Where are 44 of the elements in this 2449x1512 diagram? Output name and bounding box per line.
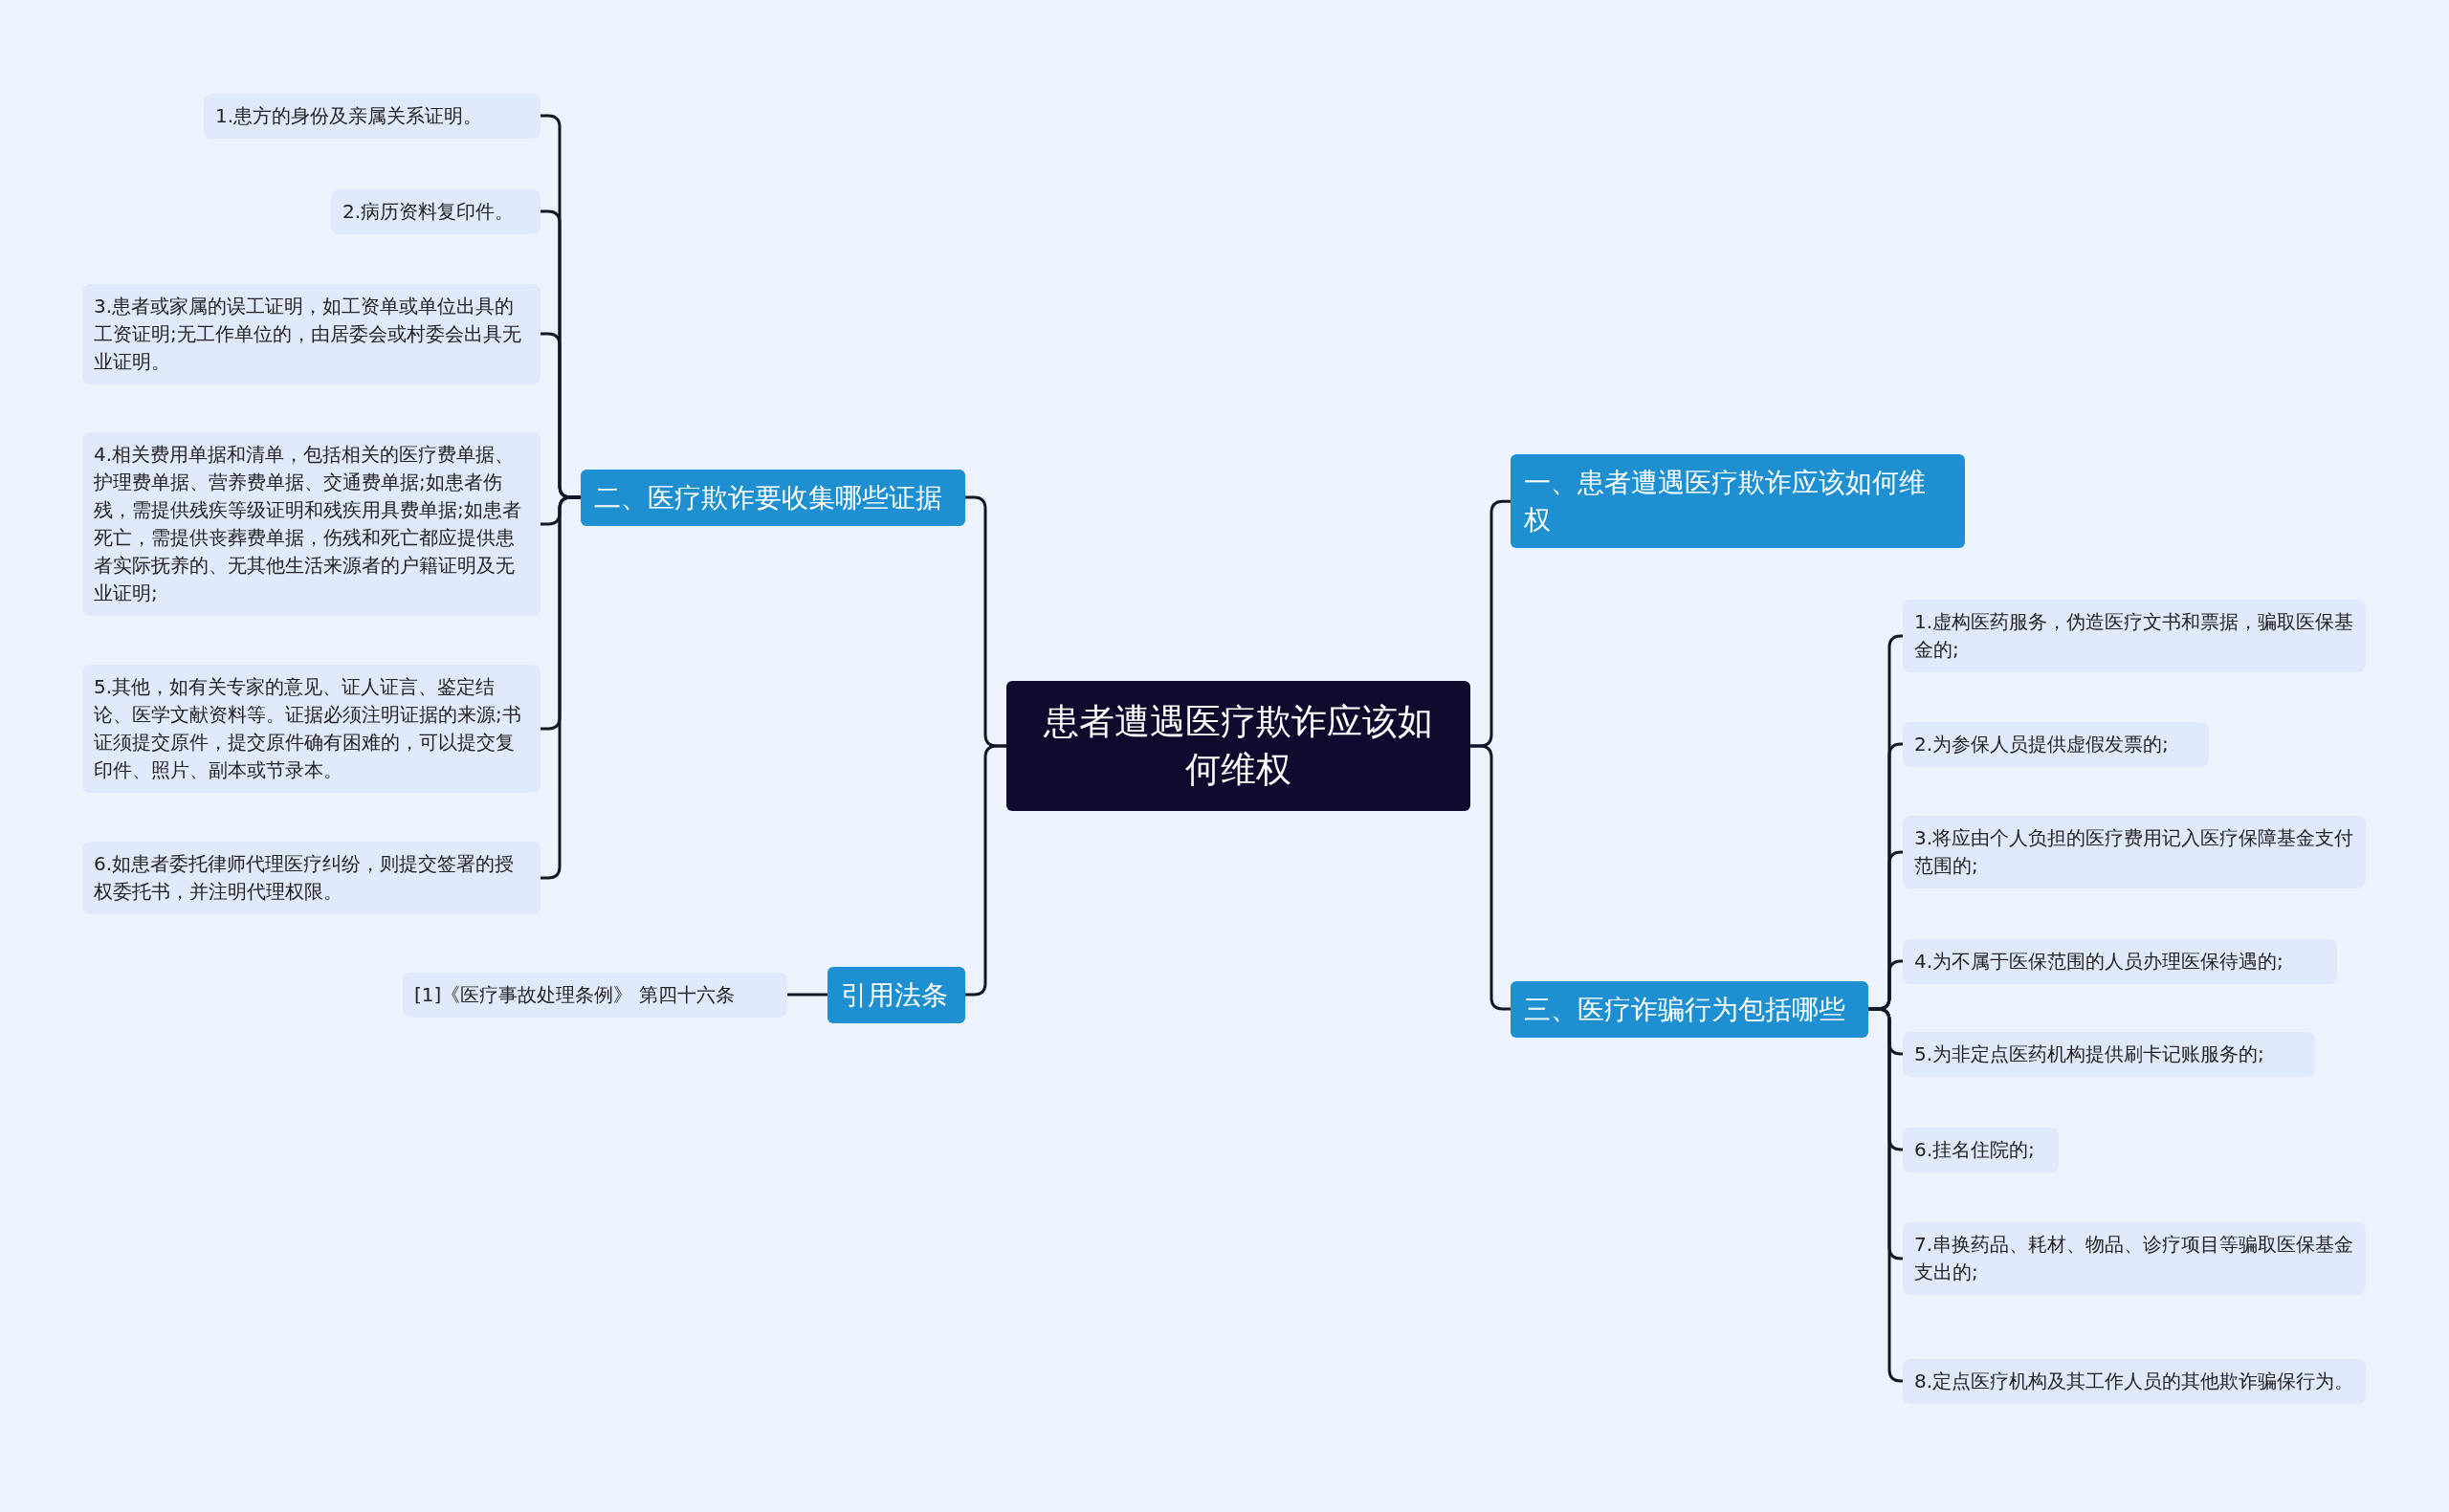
branch-topic-text: 引用法条 bbox=[841, 977, 949, 1013]
central-topic-text: 患者遭遇医疗欺诈应该如何维权 bbox=[1043, 700, 1434, 792]
branch-topic-text: 一、患者遭遇医疗欺诈应该如何维权 bbox=[1524, 466, 1927, 538]
branch-topic-box bbox=[1511, 454, 1965, 549]
central-topic-box bbox=[1006, 681, 1470, 811]
subtopic-box bbox=[1903, 600, 2366, 672]
subtopic-text: 1.虚构医药服务，伪造医疗文书和票据，骗取医保基金的; bbox=[1914, 609, 2354, 663]
subtopic-box bbox=[1903, 1031, 2315, 1077]
subtopic-box bbox=[1903, 938, 2337, 984]
subtopic-box bbox=[82, 842, 541, 914]
subtopic-box bbox=[1903, 721, 2209, 767]
connector-line bbox=[541, 495, 581, 880]
subtopic-text: 2.为参保人员提供虚假发票的; bbox=[1914, 731, 2170, 757]
subtopic-text: 6.挂名住院的; bbox=[1914, 1136, 2036, 1163]
subtopic-text: 5.为非定点医药机构提供刷卡记账服务的; bbox=[1914, 1041, 2265, 1067]
subtopic-box bbox=[82, 283, 541, 384]
subtopic-text: 3.患者或家属的误工证明，如工资单或单位出具的工资证明;无工作单位的，由居委会或村委会出具无业证明。 bbox=[94, 293, 522, 375]
subtopic-text: 4.相关费用单据和清单，包括相关的医疗费单据、护理费单据、营养费单据、交通费单据;如患者伤残，需提供残疾等级证明和残疾用具费单据;如患者死亡，需提供丧葬费单据，伤残和死亡都应提供患者实际抚养的、无其他生活来源者的户籍证明及无业证明; bbox=[94, 442, 522, 606]
branch-topic-text: 三、医疗诈骗行为包括哪些 bbox=[1524, 992, 1846, 1027]
subtopic-text: 1.患方的身份及亲属关系证明。 bbox=[215, 102, 484, 129]
subtopic-box bbox=[1903, 816, 2366, 888]
subtopic-box bbox=[82, 665, 541, 793]
subtopic-text: 2.病历资料复印件。 bbox=[342, 198, 516, 225]
subtopic-text: 4.为不属于医保范围的人员办理医保待遇的; bbox=[1914, 948, 2284, 975]
subtopic-text: 6.如患者委托律师代理医疗纠纷，则提交签署的授权委托书，并注明代理权限。 bbox=[94, 851, 516, 905]
connector-line bbox=[787, 993, 827, 997]
branch-topic-box bbox=[1511, 980, 1868, 1038]
subtopic-text: 5.其他，如有关专家的意见、证人证言、鉴定结论、医学文献资料等。证据必须注明证据的来源;书证须提交原件，提交原件确有困难的，可以提交复印件、照片、副本或节录本。 bbox=[94, 674, 522, 783]
subtopic-box bbox=[403, 972, 787, 1018]
branch-topic-box bbox=[827, 966, 965, 1023]
subtopic-box bbox=[1903, 1222, 2366, 1295]
branch-topic-box bbox=[581, 469, 965, 526]
subtopic-box bbox=[204, 93, 541, 139]
subtopic-box bbox=[82, 432, 541, 616]
connector-line bbox=[1470, 744, 1511, 1011]
subtopic-box bbox=[1903, 1127, 2059, 1172]
subtopic-text: [1]《医疗事故处理条例》 第四十六条 bbox=[414, 981, 736, 1008]
subtopic-box bbox=[1903, 1358, 2366, 1404]
subtopic-text: 7.串换药品、耗材、物品、诊疗项目等骗取医保基金支出的; bbox=[1914, 1232, 2354, 1285]
subtopic-text: 8.定点医疗机构及其工作人员的其他欺诈骗保行为。 bbox=[1914, 1368, 2354, 1394]
subtopic-box bbox=[331, 188, 541, 234]
subtopic-text: 3.将应由个人负担的医疗费用记入医疗保障基金支付范围的; bbox=[1914, 825, 2354, 879]
connector-line bbox=[965, 744, 1006, 997]
branch-topic-text: 二、医疗欺诈要收集哪些证据 bbox=[594, 480, 943, 515]
